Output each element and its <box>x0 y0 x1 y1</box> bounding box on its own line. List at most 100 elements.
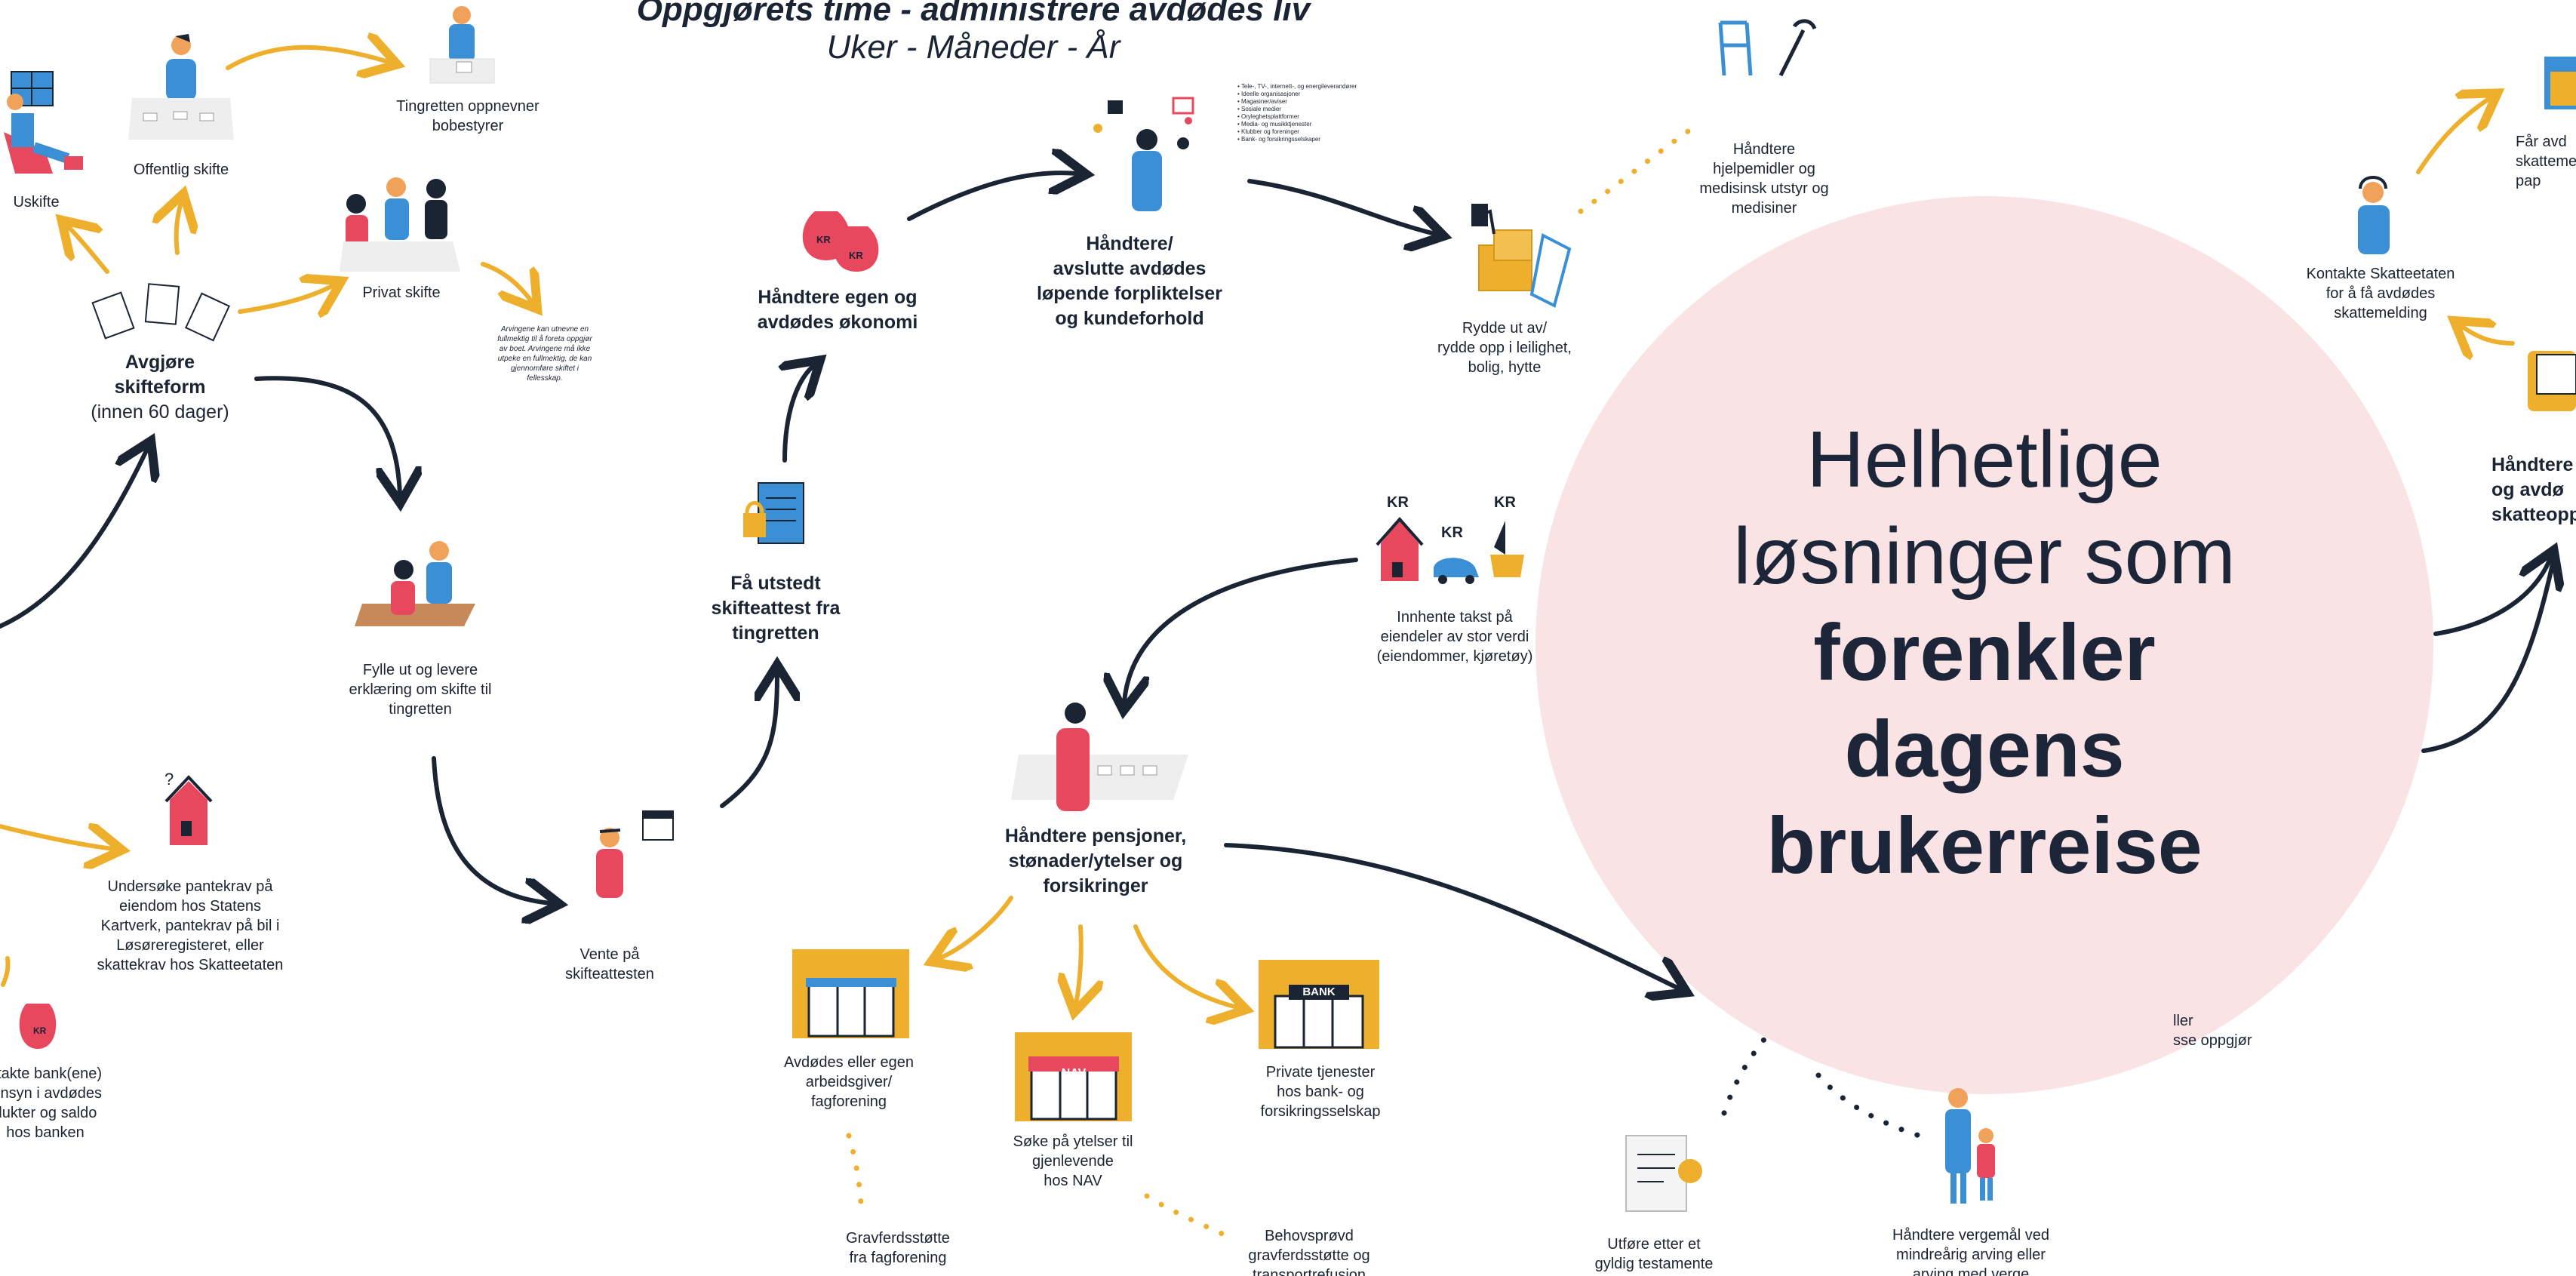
step-kontakte-bank: ntakte bank(ene) innsyn i avdødes dukter… <box>0 1065 103 1141</box>
step-vergemal: Håndtere vergemål ved mindreårig arving … <box>1892 1227 2049 1276</box>
forpliktelser-list: • Tele-, TV-, internett-, og energilever… <box>1237 83 1357 143</box>
pensjoner-illustration <box>1011 703 1188 811</box>
step-vente-skifteattest: Vente på skifteattesten <box>565 946 654 982</box>
avgjore-papers <box>91 283 231 342</box>
circle-line-3: forenkler <box>1813 608 2156 697</box>
arrow-okonomi-to-forpliktelser <box>907 173 1077 221</box>
arrow-start-to-avgjore <box>0 449 147 629</box>
arrow-to-private <box>1133 924 1237 1007</box>
vente-illustration <box>596 810 674 898</box>
step-fylle-ut-erklaering: Fylle ut og levere erklæring om skifte t… <box>349 662 492 718</box>
arrow-to-fullmakt <box>481 262 532 302</box>
arrow-to-arbeidsgiver <box>939 896 1013 958</box>
dots-gravferd-fag <box>846 1133 865 1218</box>
nav-sign: NAV <box>1061 1067 1087 1080</box>
highlight-circle <box>1535 196 2433 1094</box>
dots-rydde-hjelpemidler <box>1578 127 1693 214</box>
arrow-to-far-avdodes <box>2416 98 2490 174</box>
step-privat-skifte: Privat skifte <box>362 284 441 301</box>
fylle-ut-illustration <box>355 541 475 626</box>
arrow-vente-to-fa <box>720 674 777 808</box>
skifteattest-illustration <box>743 482 804 544</box>
arrow-circle-right-lower <box>2421 555 2556 753</box>
step-uskifte: Uskifte <box>13 194 60 211</box>
arrow-takst-to-pensjoner <box>1124 558 1358 702</box>
step-skatteoppgjor: Håndtere og avdø skatteopp <box>2491 454 2576 525</box>
bank-moneybag: KR <box>19 1004 57 1049</box>
okonomi-moneybags: KR KR <box>802 211 879 272</box>
hjelpemidler-illustration <box>1718 19 1817 77</box>
svg-text:?: ? <box>164 770 174 789</box>
arrow-to-tingretten <box>226 48 389 68</box>
arrow-pensjoner-to-circle <box>1224 843 1679 989</box>
step-undersoke-pantekrav: Undersøke pantekrav på eiendom hos State… <box>97 878 284 973</box>
step-avgjore-deadline: (innen 60 dager) <box>91 401 229 423</box>
dots-behovsprovd <box>1144 1193 1233 1241</box>
calculator-illustration <box>2528 351 2576 411</box>
svg-text:KR: KR <box>849 250 863 261</box>
svg-text:KR: KR <box>33 1025 47 1036</box>
dots-testamente <box>1721 1035 1769 1116</box>
skatteetaten-illustration <box>2358 176 2390 254</box>
step-hjelpemidler: Håndtere hjelpemidler og medisinsk utsty… <box>1699 141 1829 217</box>
step-takst: Innhente takst på eiendeler av stor verd… <box>1376 609 1533 665</box>
far-avdodes-illustration <box>2544 57 2576 109</box>
arrow-to-offentlig <box>177 202 181 255</box>
step-fa-utstedt-skifteattest: Få utstedt skifteattest fra tingretten <box>711 573 841 644</box>
svg-text:KR: KR <box>1441 524 1463 541</box>
step-gravferd-fagforening: Gravferdsstøtte fra fagforening <box>846 1230 950 1266</box>
forpliktelser-illustration <box>1093 97 1194 211</box>
step-okonomi: Håndtere egen og avdødes økonomi <box>757 287 918 333</box>
circle-line-2: løsninger som <box>1733 512 2236 601</box>
svg-text:KR: KR <box>816 234 831 245</box>
vergemal-illustration <box>1945 1088 1995 1204</box>
step-testamente: Utføre etter et gyldig testamente <box>1594 1236 1714 1272</box>
tingretten-illustration <box>429 6 495 84</box>
fullmakt-note: Arvingene kan utnevne en fullmektig til … <box>497 325 592 383</box>
nav-building <box>1015 1032 1132 1121</box>
arrow-to-privat <box>238 285 334 312</box>
circle-line-1: Helhetlige <box>1806 415 2163 504</box>
step-behovsprovd: Behovsprøvd gravferdsstøtte og transport… <box>1248 1228 1370 1276</box>
arrow-fa-to-okonomi <box>785 366 813 463</box>
step-offentlig-skifte: Offentlig skifte <box>133 161 229 178</box>
privat-skifte-illustration <box>340 177 460 272</box>
uskifte-illustration <box>4 71 83 174</box>
testamente-document <box>1625 1135 1702 1212</box>
arrow-avgjore-to-fylle <box>254 376 400 494</box>
step-rydde: Rydde ut av/ rydde opp i leilighet, boli… <box>1437 320 1572 376</box>
arrow-fylle-to-vente <box>432 756 551 903</box>
svg-text:KR: KR <box>1494 494 1516 511</box>
step-arbeidsgiver: Avdødes eller egen arbeidsgiver/ fagfore… <box>784 1054 914 1110</box>
arrow-to-nav <box>1076 924 1081 1004</box>
bank-building <box>1259 960 1379 1049</box>
bank-sign: BANK <box>1302 985 1336 998</box>
step-kontakte-skatteetaten: Kontakte Skatteetaten for å få avdødes s… <box>2306 266 2455 321</box>
page-subtitle: Uker - Måneder - År <box>826 29 1120 66</box>
undersoke-house: ? <box>164 770 213 845</box>
step-far-avdodes: Får avd skatteme pap <box>2516 134 2576 189</box>
arrow-circle-right-upper <box>2433 558 2550 636</box>
arrow-to-undersoke <box>0 826 113 849</box>
step-tingretten-bobestyrer: Tingretten oppnevner bobestyrer <box>396 98 539 134</box>
step-forpliktelser: Håndtere/ avslutte avdødes løpende forpl… <box>1037 233 1222 329</box>
step-private-tjenester: Private tjenester hos bank- og forsikrin… <box>1260 1064 1381 1120</box>
arrow-to-uskifte <box>68 226 109 274</box>
arrow-left-stub <box>1 956 11 987</box>
step-avgjore-skifteform: Avgjøre skifteform <box>114 352 206 398</box>
circle-message: Helhetlige løsninger som forenkler dagen… <box>1607 411 2362 894</box>
arrow-to-kontakte-skatt <box>2461 326 2515 343</box>
rydde-boxes <box>1471 204 1572 308</box>
offentlig-skifte-illustration <box>128 34 234 140</box>
step-pensjoner: Håndtere pensjoner, stønader/ytelser og … <box>1004 826 1187 896</box>
circle-line-5: brukerreise <box>1766 801 2203 890</box>
page-title: Oppgjørets time - administrere avdødes l… <box>636 0 1311 28</box>
step-nav: Søke på ytelser til gjenlevende hos NAV <box>1013 1133 1133 1189</box>
svg-text:KR: KR <box>1387 494 1409 511</box>
arrow-forpliktelser-to-rydde <box>1247 179 1435 234</box>
step-oppgjor-partial: ller sse oppgjør <box>2173 1013 2252 1049</box>
takst-illustration: KR KR KR <box>1376 494 1524 584</box>
arbeidsgiver-building <box>792 949 909 1038</box>
